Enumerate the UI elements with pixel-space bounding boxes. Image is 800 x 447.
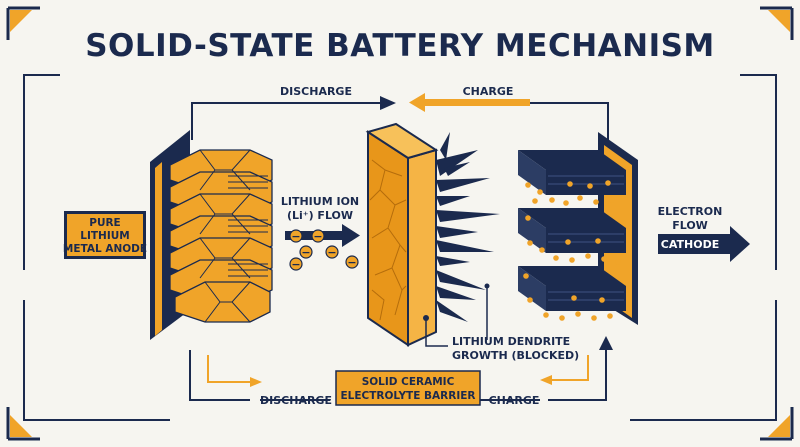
ion-6-symbol: − [347,256,356,269]
ion-5-symbol: − [291,258,300,271]
bottom-flow: SOLID CERAMIC ELECTROLYTE BARRIER DISCHA… [189,336,613,407]
ion-flow-line2: (Li⁺) FLOW [287,209,353,222]
ion-6 [345,255,359,269]
anode-label-line3: METAL ANODE [63,243,147,255]
electron-flow: ELECTRON FLOW CATHODE [658,205,750,262]
anode-label-line2: LITHIUM [80,230,129,242]
anode: PURE LITHIUM METAL ANODE [63,130,273,340]
cathode-label: CATHODE [661,238,719,251]
ion-2-symbol: − [313,230,322,243]
charge-arrowhead [409,93,425,112]
ion-3-symbol: − [301,246,310,259]
electrolyte-slab: LITHIUM DENDRITE GROWTH (BLOCKED) [365,122,579,362]
ion-flow: LITHIUM ION (Li⁺) FLOW − − − − − − [281,195,360,271]
electrolyte-grain-pattern [369,159,407,321]
electron-flow-line1: ELECTRON [658,205,723,218]
dendrite-label-line1: LITHIUM DENDRITE [452,335,570,348]
diagram-title: SOLID-STATE BATTERY MECHANISM [85,28,715,64]
anode-facets [199,149,268,323]
ion-4 [325,245,339,259]
ion-2 [311,229,325,243]
ion-flow-line1: LITHIUM ION [281,195,359,208]
frame [6,6,794,441]
top-discharge-label: DISCHARGE [280,85,352,98]
cathode-layers [518,150,626,311]
electrolyte-label-line1: SOLID CERAMIC [362,376,455,388]
dendrite-spikes [436,132,500,322]
ion-1-symbol: − [291,230,300,243]
lithium-ions: − − − − − − [289,229,359,271]
ion-1 [289,229,303,243]
bottom-charge-label: CHARGE [489,394,540,407]
electron-flow-line2: FLOW [672,219,708,232]
electrolyte-label-box [335,370,481,406]
cathode [518,132,638,325]
ion-3 [299,245,313,259]
dendrite-label-line2: GROWTH (BLOCKED) [452,349,579,362]
discharge-arrowhead [380,96,396,110]
cathode-lithium-dots [523,180,621,321]
top-flow: DISCHARGE CHARGE [191,85,609,140]
bottom-discharge-label: DISCHARGE [260,394,332,407]
ion-4-symbol: − [327,246,336,259]
bottom-charge-arrowhead [599,336,613,350]
top-charge-label: CHARGE [463,85,514,98]
ion-5 [289,257,303,271]
cathode-arrow [658,234,732,254]
electrolyte-label-line2: ELECTROLYTE BARRIER [340,390,475,402]
anode-label-line1: PURE [89,217,120,229]
